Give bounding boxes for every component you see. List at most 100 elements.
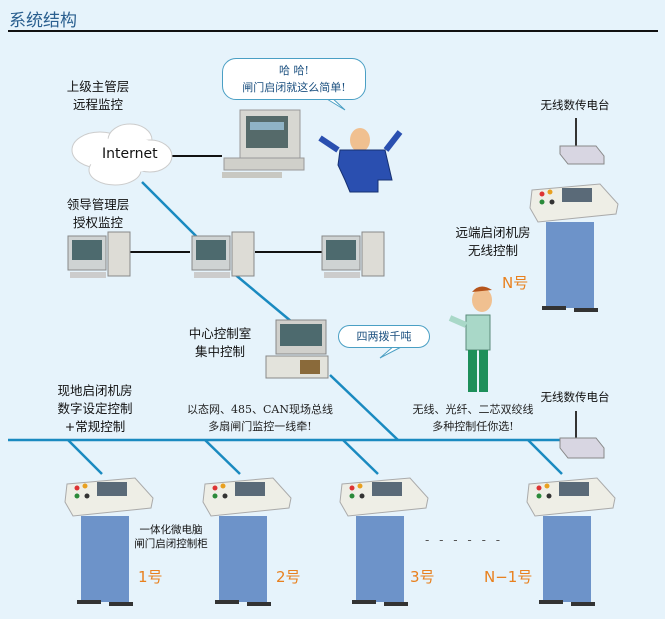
center-level-line1: 中心控制室 — [188, 326, 252, 341]
cabinet-foot — [542, 306, 566, 310]
cabinet-button — [549, 199, 555, 205]
cabinet-pedestal — [219, 516, 267, 602]
cabinet-foot — [77, 600, 101, 604]
top-bubble-line1: 哈 哈! — [279, 64, 309, 77]
businessman-illustration — [318, 128, 403, 193]
cabinet-number-3: 3号 — [410, 568, 435, 586]
cabinet-screen — [372, 482, 402, 496]
leader-level-line2: 授权监控 — [72, 215, 123, 230]
upper-level-line1: 上级主管层 — [66, 79, 130, 94]
local-level-line2: 数字设定控制 — [57, 401, 133, 416]
cabinet-caption-line2: 闸门启闭控制柜 — [134, 538, 208, 550]
remote-level-line1: 远端启闭机房 — [455, 225, 531, 240]
wireless-note: 无线、光纤、二芯双绞线 多种控制任你选! — [398, 401, 548, 435]
cabinet-button — [349, 493, 355, 499]
leader-pc-right-icon — [321, 231, 385, 278]
remote-level-label: 远端启闭机房 无线控制 — [438, 224, 548, 260]
top-bubble-line2: 闸门启闭就这么简单! — [242, 81, 346, 94]
center-level-label: 中心控制室 集中控制 — [180, 325, 260, 361]
cabinet-button — [359, 493, 365, 499]
middle-speech-bubble: 四两拨千吨 — [338, 325, 430, 348]
cabinet-screen — [559, 482, 589, 496]
upper-pc-icon — [222, 109, 305, 178]
internet-to-leader-line — [141, 181, 199, 239]
cabinet-button — [222, 493, 228, 499]
leader-pc-left-icon — [67, 231, 131, 278]
cabinet-button — [539, 191, 545, 197]
cabinet-foot — [574, 308, 598, 312]
cabinet-foot — [215, 600, 239, 604]
cabinet-screen — [235, 482, 265, 496]
cabinet-button — [539, 199, 545, 205]
cabinet-pedestal — [356, 516, 404, 602]
cabinet-number-1: 1号 — [138, 568, 163, 586]
leader-to-center-line — [231, 271, 293, 323]
center-level-line2: 集中控制 — [194, 344, 245, 359]
cabinet-foot — [571, 602, 595, 606]
center-control-pc-icon — [265, 319, 329, 379]
top-speech-bubble: 哈 哈! 闸门启闭就这么简单! — [222, 58, 366, 100]
control-cabinet-1 — [64, 477, 154, 606]
bus-drop-4 — [527, 439, 563, 475]
cabinet-button — [349, 485, 355, 491]
bus-drop-1 — [67, 439, 103, 475]
cabinet-caption: 一体化微电脑 闸门启闭控制柜 — [126, 523, 216, 551]
cabinet-foot — [539, 600, 563, 604]
bus-drop-2 — [204, 439, 241, 475]
bus-note-line2: 多扇闸门监控一线牵! — [208, 420, 312, 433]
wireless-note-line1: 无线、光纤、二芯双绞线 — [412, 403, 534, 416]
control-cabinet-4 — [526, 477, 616, 606]
cabinet-screen — [97, 482, 127, 496]
leader-level-label: 领导管理层 授权监控 — [58, 196, 138, 232]
control-cabinet-5 — [529, 183, 619, 312]
page-title: 系统结构 — [9, 11, 77, 31]
cabinet-number-n-minus-1: N−1号 — [484, 568, 533, 586]
internet-label: Internet — [102, 146, 158, 162]
cabinet-button — [547, 189, 553, 195]
cabinet-button — [212, 493, 218, 499]
internet-cloud-icon — [71, 123, 173, 186]
control-cabinet-3 — [339, 477, 429, 606]
cabinet-button — [74, 493, 80, 499]
local-level-label: 现地启闭机房 数字设定控制 +常规控制 — [40, 382, 150, 436]
cabinet-button — [546, 493, 552, 499]
cabinet-number-2: 2号 — [276, 568, 301, 586]
cabinet-foot — [247, 602, 271, 606]
leader-level-line1: 领导管理层 — [66, 197, 130, 212]
cabinet-pedestal — [543, 516, 591, 602]
local-level-line1: 现地启闭机房 — [57, 383, 133, 398]
cabinet-foot — [352, 600, 376, 604]
cabinet-foot — [384, 602, 408, 606]
pointing-man-illustration — [448, 286, 492, 392]
leader-pc-center-icon — [191, 231, 255, 278]
cabinet-button — [536, 493, 542, 499]
remote-level-line2: 无线控制 — [467, 243, 518, 258]
cabinet-button — [82, 483, 88, 489]
cabinet-button — [544, 483, 550, 489]
upper-level-line2: 远程监控 — [72, 97, 123, 112]
wireless-note-line2: 多种控制任你选! — [432, 420, 514, 433]
cabinet-number-n: N号 — [502, 274, 529, 292]
middle-bubble-text: 四两拨千吨 — [356, 330, 412, 343]
cabinet-screen — [562, 188, 592, 202]
cabinet-button — [536, 485, 542, 491]
bus-drop-3 — [342, 439, 379, 475]
title-divider — [8, 30, 658, 32]
cabinet-button — [84, 493, 90, 499]
cabinet-pedestal — [546, 222, 594, 308]
radio-transmitter-top-icon — [559, 118, 605, 165]
radio-label-top: 无线数传电台 — [540, 98, 610, 112]
cabinet-foot — [109, 602, 133, 606]
ellipsis-dashes: - - - - - - — [425, 533, 504, 547]
bus-note-line1: 以态网、485、CAN现场总线 — [187, 403, 333, 416]
radio-label-bottom: 无线数传电台 — [540, 390, 610, 404]
center-to-bus-line — [329, 374, 399, 441]
radio-transmitter-bottom-icon — [559, 411, 605, 459]
cabinet-button — [212, 485, 218, 491]
cabinet-button — [74, 485, 80, 491]
bus-note: 以态网、485、CAN现场总线 多扇闸门监控一线牵! — [175, 401, 345, 435]
control-cabinet-2 — [202, 477, 292, 606]
cabinet-button — [220, 483, 226, 489]
cabinet-button — [357, 483, 363, 489]
